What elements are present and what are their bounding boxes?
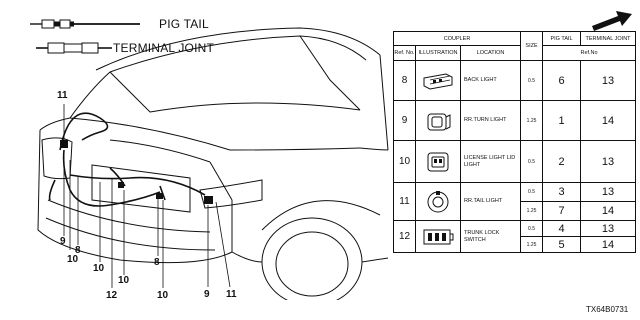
turn-light-connector-illustration xyxy=(415,100,461,141)
row-terminal-joint: 13 xyxy=(580,182,637,202)
callout-10-left: 10 xyxy=(67,254,79,265)
pigtail-legend-label: PIG TAIL xyxy=(159,17,209,31)
row-size: 1.25 xyxy=(520,236,544,253)
coupler-table: COUPLER SIZE PIG TAIL TERMINAL JOINT Ref… xyxy=(392,31,637,253)
row-location: RR.TAIL LIGHT xyxy=(459,182,522,221)
callout-9-left: 9 xyxy=(60,236,66,247)
back-light-connector-illustration xyxy=(415,60,461,101)
row-terminal-joint: 13 xyxy=(580,140,637,183)
callout-12: 12 xyxy=(106,290,118,301)
license-light-connector-illustration xyxy=(415,140,461,183)
connector-icon xyxy=(427,190,449,212)
front-arrow-icon xyxy=(592,11,632,31)
row-ref: 11 xyxy=(393,182,416,221)
table-row: 12 TRUNK LOCK SWITCH 0.5 4 13 xyxy=(393,220,637,253)
callout-8-left: 8 xyxy=(75,245,81,256)
row-ref: 8 xyxy=(393,60,416,101)
table-row: 10 LICENSE LIGHT LID LIGHT 0.5 2 13 xyxy=(393,140,637,183)
row-ref: 9 xyxy=(393,100,416,141)
legend-symbols xyxy=(30,19,140,54)
table-row: 11 RR.TAIL LIGHT 0.5 3 13 xyxy=(393,182,637,221)
car-rear-illustration xyxy=(37,27,389,300)
pigtail-symbol xyxy=(30,19,140,29)
terminal-joint-legend-label: TERMINAL JOINT xyxy=(113,41,215,55)
row-terminal-joint: 13 xyxy=(580,220,637,237)
location-header: LOCATION xyxy=(459,45,522,61)
row-location: RR.TURN LIGHT xyxy=(459,100,522,141)
callout-11-top: 11 xyxy=(57,90,68,101)
row-size: 0.5 xyxy=(520,220,544,237)
pigtail-header: PIG TAIL xyxy=(542,31,582,46)
table-row: 8 BACK LIGHT 0.5 6 13 xyxy=(393,60,637,101)
row-size: 1.25 xyxy=(520,201,544,221)
trunk-switch-connector-illustration xyxy=(415,220,461,253)
callout-11-right: 11 xyxy=(226,289,237,300)
row-location: TRUNK LOCK SWITCH xyxy=(459,220,522,253)
row-ref: 12 xyxy=(393,220,416,253)
callout-8-right: 8 xyxy=(154,257,160,268)
row-pigtail: 2 xyxy=(542,140,582,183)
row-pigtail: 6 xyxy=(542,60,582,101)
row-pigtail: 5 xyxy=(542,236,582,253)
row-terminal-joint: 14 xyxy=(580,236,637,253)
connector-icon xyxy=(427,113,451,130)
row-pigtail: 7 xyxy=(542,201,582,221)
table-row: 9 RR.TURN LIGHT 1.25 1 14 xyxy=(393,100,637,141)
callout-10-mid: 10 xyxy=(93,263,105,274)
row-pigtail: 4 xyxy=(542,220,582,237)
illustration-header: ILLUSTRATION xyxy=(415,45,461,61)
connector-icon xyxy=(423,72,453,90)
coupler-header: COUPLER xyxy=(392,31,522,46)
tail-light-connector-illustration xyxy=(415,182,461,221)
terminal-joint-symbol xyxy=(36,42,112,54)
size-header: SIZE xyxy=(520,31,544,61)
row-size: 0.5 xyxy=(520,60,544,101)
ref-no-sub-header: Ref.No xyxy=(542,45,637,61)
callout-10-mid2: 10 xyxy=(118,275,130,286)
row-size: 0.5 xyxy=(520,140,544,183)
table-row: 1.25 5 14 xyxy=(394,236,637,253)
row-pigtail: 1 xyxy=(542,100,582,141)
front-direction-indicator: FR. xyxy=(588,6,634,32)
row-pigtail: 3 xyxy=(542,182,582,202)
callout-9-right: 9 xyxy=(204,289,210,300)
terminal-joint-header: TERMINAL JOINT xyxy=(580,31,637,46)
connector-icon xyxy=(427,152,449,171)
row-terminal-joint: 13 xyxy=(580,60,637,101)
row-size: 0.5 xyxy=(520,182,544,202)
ref-no-header: Ref. No. xyxy=(393,45,416,61)
connector-icon xyxy=(423,229,454,244)
table-row: 1.25 7 14 xyxy=(394,201,637,221)
callout-10-right: 10 xyxy=(157,290,169,301)
row-size: 1.25 xyxy=(520,100,544,141)
row-terminal-joint: 14 xyxy=(580,201,637,221)
row-ref: 10 xyxy=(393,140,416,183)
row-location: LICENSE LIGHT LID LIGHT xyxy=(459,140,522,183)
row-terminal-joint: 14 xyxy=(580,100,637,141)
row-location: BACK LIGHT xyxy=(459,60,522,101)
diagram-code: TX64B0731 xyxy=(586,305,629,314)
